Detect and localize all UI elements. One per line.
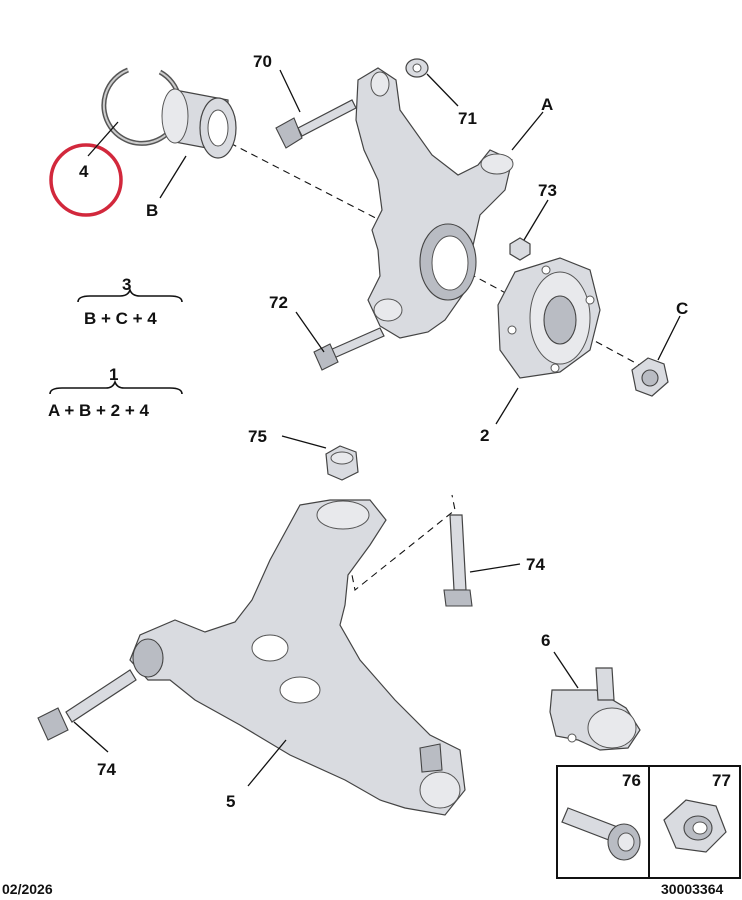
callout-5: 5 (226, 792, 235, 811)
nut-73 (509, 237, 531, 261)
kit-1-number: 1 (109, 365, 118, 384)
hub-nut (631, 357, 669, 397)
leader-2 (495, 387, 519, 425)
callout-74-lower: 74 (97, 760, 116, 779)
kit-3-brace (77, 287, 183, 303)
callout-A: A (541, 95, 553, 114)
bolt-76 (561, 807, 641, 861)
kit-formula-3: 3 B + C + 4 (77, 275, 183, 328)
wheel-hub (497, 257, 601, 379)
leader-4 (87, 121, 119, 157)
callout-72: 72 (269, 293, 288, 312)
leader-75 (281, 435, 327, 449)
bolt-74-lower (37, 669, 137, 741)
callout-C: C (676, 299, 688, 318)
callout-74-upper: 74 (526, 555, 545, 574)
callout-B: B (146, 201, 158, 220)
leader-5 (247, 739, 287, 787)
leader-72 (295, 311, 325, 353)
bolt-70 (275, 99, 357, 149)
callout-2: 2 (480, 426, 489, 445)
nut-75 (325, 445, 359, 481)
leader-73 (523, 199, 549, 241)
nut-77 (663, 799, 727, 853)
leader-6 (553, 651, 579, 689)
wheel-bearing (161, 88, 237, 159)
callout-76: 76 (622, 771, 641, 790)
nut-71 (405, 58, 429, 78)
callout-75: 75 (248, 427, 267, 446)
kit-3-expression: B + C + 4 (84, 309, 157, 328)
leader-C (657, 315, 681, 361)
leader-B (159, 155, 187, 199)
callout-70: 70 (253, 52, 272, 71)
bolt-72 (313, 327, 385, 371)
kit-3-number: 3 (122, 275, 131, 294)
kit-formula-1: 1 A + B + 2 + 4 (48, 365, 183, 420)
leader-A (511, 111, 544, 151)
callout-4: 4 (79, 162, 89, 181)
leader-71 (426, 73, 459, 107)
kit-1-brace (49, 379, 183, 395)
bolt-74-upper (443, 514, 473, 607)
steering-knuckle (355, 67, 514, 339)
leader-74-upper (469, 563, 521, 573)
callout-6: 6 (541, 631, 550, 650)
leader-70 (279, 69, 301, 113)
footer-reference: 30003364 (661, 881, 724, 897)
control-arm (129, 499, 466, 816)
callout-77: 77 (712, 771, 731, 790)
callout-73: 73 (538, 181, 557, 200)
kit-1-expression: A + B + 2 + 4 (48, 401, 149, 420)
ball-joint (549, 667, 641, 751)
inset-box: 76 77 (556, 765, 741, 879)
assembly-line-bearing-knuckle (229, 142, 396, 229)
callout-71: 71 (458, 109, 477, 128)
highlight-ring-part-4 (49, 143, 123, 217)
footer-date: 02/2026 (2, 881, 53, 897)
leader-74-lower (73, 721, 109, 753)
